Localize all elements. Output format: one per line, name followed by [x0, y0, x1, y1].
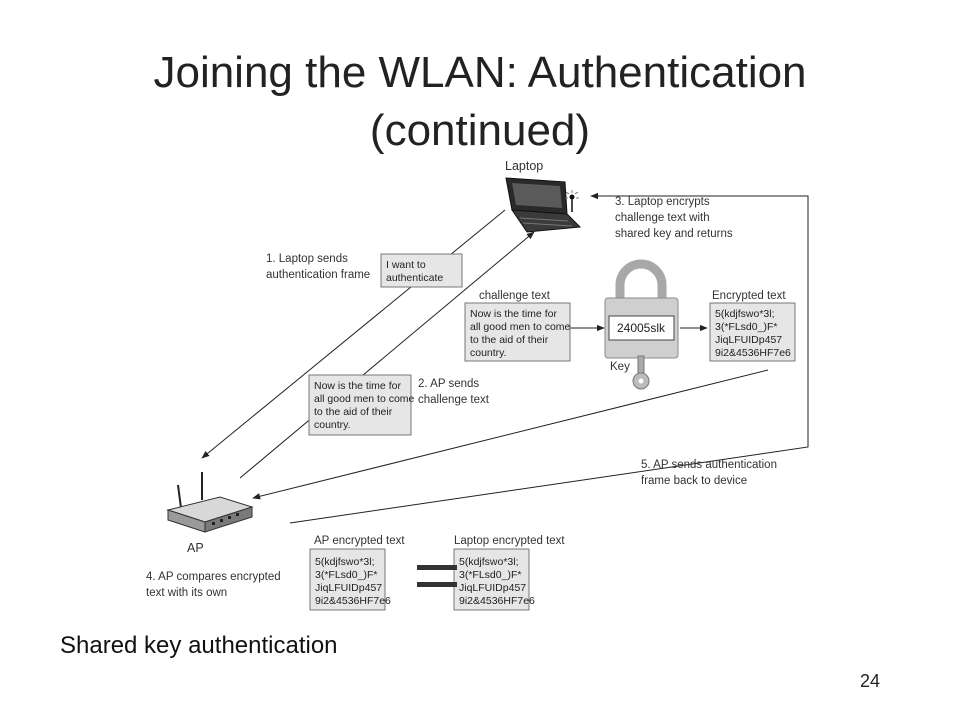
boxes: [308, 253, 796, 611]
arrow-step5: [289, 192, 809, 524]
challenge-label: challenge text: [479, 290, 551, 302]
step1-line-1: 1. Laptop sends: [266, 253, 348, 265]
challenge-line-1: Now is the time for: [470, 308, 557, 320]
step1-box: [380, 253, 463, 288]
step2-line-1: 2. AP sends: [418, 378, 479, 390]
key-icon: [632, 355, 650, 390]
challenge-box: [464, 302, 571, 362]
step1-box-line-2: authenticate: [386, 272, 443, 284]
challenge-line-4: country.: [470, 347, 507, 359]
arrows: [201, 192, 809, 524]
step5-line-2: frame back to device: [641, 475, 747, 487]
challenge-line-3: to the aid of their: [470, 334, 549, 346]
step3-line-1: 3. Laptop encrypts: [615, 196, 710, 208]
equals-sign: [417, 565, 457, 587]
laptop-encrypted-line-2: 3(*FLsd0_)F*: [459, 569, 521, 581]
laptop-encrypted-line-4: 9i2&4536HF7e6: [459, 595, 535, 607]
step2-box: [308, 374, 412, 436]
laptop-encrypted-label: Laptop encrypted text: [454, 535, 565, 547]
step4-line-1: 4. AP compares encrypted: [146, 571, 281, 583]
ap-encrypted-line-1: 5(kdjfswo*3l;: [315, 556, 375, 568]
encrypted-line-3: JiqLFUIDp457: [715, 334, 782, 346]
ap-encrypted-label: AP encrypted text: [314, 535, 405, 547]
encrypted-label: Encrypted text: [712, 290, 786, 302]
ap-encrypted-line-4: 9i2&4536HF7e6: [315, 595, 391, 607]
encrypted-line-1: 5(kdjfswo*3l;: [715, 308, 775, 320]
arrow-step1: [201, 209, 506, 459]
encrypted-line-2: 3(*FLsd0_)F*: [715, 321, 777, 333]
key-label: Key: [610, 361, 630, 373]
step3-line-2: challenge text with: [615, 212, 710, 224]
caption: Shared key authentication: [60, 632, 338, 659]
ap-encrypted-box: [309, 548, 386, 611]
challenge-line-2: all good men to come: [470, 321, 571, 333]
router-icon: [166, 472, 254, 533]
slide-title-line-2: (continued): [369, 106, 591, 155]
step2-line-2: challenge text: [418, 394, 490, 406]
ap-encrypted-line-3: JiqLFUIDp457: [315, 582, 382, 594]
arrow-step4: [252, 369, 769, 500]
laptop-encrypted-line-3: JiqLFUIDp457: [459, 582, 526, 594]
encrypted-line-4: 9i2&4536HF7e6: [715, 347, 791, 359]
encrypted-box: [709, 302, 796, 362]
step2-box-line-2: all good men to come: [314, 393, 415, 405]
step1-line-2: authentication frame: [266, 269, 370, 281]
step3-line-3: shared key and returns: [615, 228, 733, 240]
step5-line-1: 5. AP sends authentication: [641, 459, 777, 471]
laptop-encrypted-line-1: 5(kdjfswo*3l;: [459, 556, 519, 568]
slide-title-line-1: Joining the WLAN: Authentication: [153, 48, 807, 97]
page-number: 24: [860, 671, 881, 691]
laptop-icon: [505, 177, 582, 233]
lock-text: 24005slk: [617, 321, 666, 335]
arrow-step2: [239, 231, 535, 479]
laptop-label: Laptop: [505, 159, 543, 173]
slide-title: Joining the WLAN: Authentication (contin…: [0, 44, 960, 160]
step2-box-line-1: Now is the time for: [314, 380, 401, 392]
step2-box-line-3: to the aid of their: [314, 406, 393, 418]
laptop-encrypted-box: [453, 548, 530, 611]
step2-box-line-4: country.: [314, 419, 351, 431]
step1-box-line-1: I want to: [386, 259, 426, 271]
step4-line-2: text with its own: [146, 587, 227, 599]
ap-label: AP: [187, 541, 204, 555]
lock-icon: [604, 259, 679, 359]
ap-encrypted-line-2: 3(*FLsd0_)F*: [315, 569, 377, 581]
